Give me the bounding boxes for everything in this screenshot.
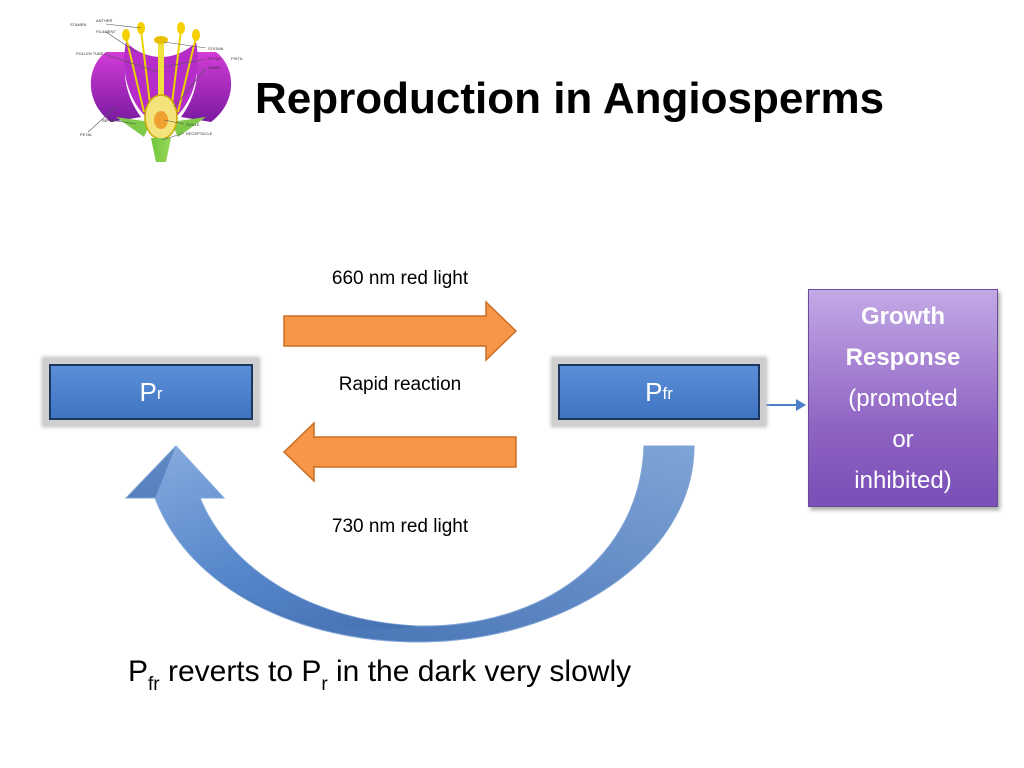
pr-base: P	[139, 376, 157, 407]
curved-arrow-highlight	[155, 446, 418, 629]
flower-label-pollen-tube: POLLEN TUBE	[76, 51, 104, 56]
growth-response-box: Growth Response (promoted or inhibited)	[808, 289, 998, 507]
flower-label-receptacle: RECEPTACLE	[186, 131, 213, 136]
flower-label-stigma: STIGMA	[208, 46, 224, 51]
reverse-light-label: 730 nm red light	[331, 516, 469, 537]
pfr-base: P	[645, 376, 663, 407]
caption-mid: reverts to P	[159, 655, 322, 688]
growth-note-line3: (promoted	[848, 385, 958, 412]
flower-label-filament: FILAMENT	[96, 29, 116, 34]
growth-title-line1: Growth	[861, 303, 945, 330]
slide-title: Reproduction in Angiosperms	[255, 74, 885, 123]
flower-label-ovule: OVULE	[186, 122, 200, 127]
caption-sub2: r	[321, 674, 328, 695]
forward-light-label: 660 nm red light	[331, 268, 469, 289]
caption-p1: P	[128, 655, 149, 688]
flower-label-anther: ANTHER	[96, 18, 113, 23]
rapid-reaction-label: Rapid reaction	[338, 374, 462, 395]
caption-end: in the dark very slowly	[327, 655, 632, 688]
pfr-subscript: fr	[662, 384, 673, 403]
growth-title-line2: Response	[845, 344, 961, 371]
connector-arrowhead	[796, 399, 806, 411]
reverse-orange-arrow	[282, 421, 517, 483]
growth-note-line5: inhibited)	[854, 467, 952, 494]
pr-subscript: r	[156, 384, 163, 403]
flower-diagram-illustration: STAMEN ANTHER FILAMENT POLLEN TUBE STIGM…	[70, 18, 244, 162]
flower-label-sepal: SEPAL	[102, 118, 115, 123]
forward-orange-arrow	[283, 300, 518, 362]
flower-label-style: STYLE	[208, 56, 221, 61]
flower-label-pistil: PISTIL	[231, 56, 244, 61]
caption-sub1: fr	[148, 674, 160, 695]
growth-note-line4: or	[892, 426, 914, 453]
flower-label-stamen: STAMEN	[70, 22, 86, 27]
dark-reversion-caption: Pfr reverts to Pr in the dark very slowl…	[128, 650, 768, 695]
flower-label-ovary: OVARY	[208, 65, 222, 70]
flower-label-petal: PETAL	[80, 132, 93, 137]
